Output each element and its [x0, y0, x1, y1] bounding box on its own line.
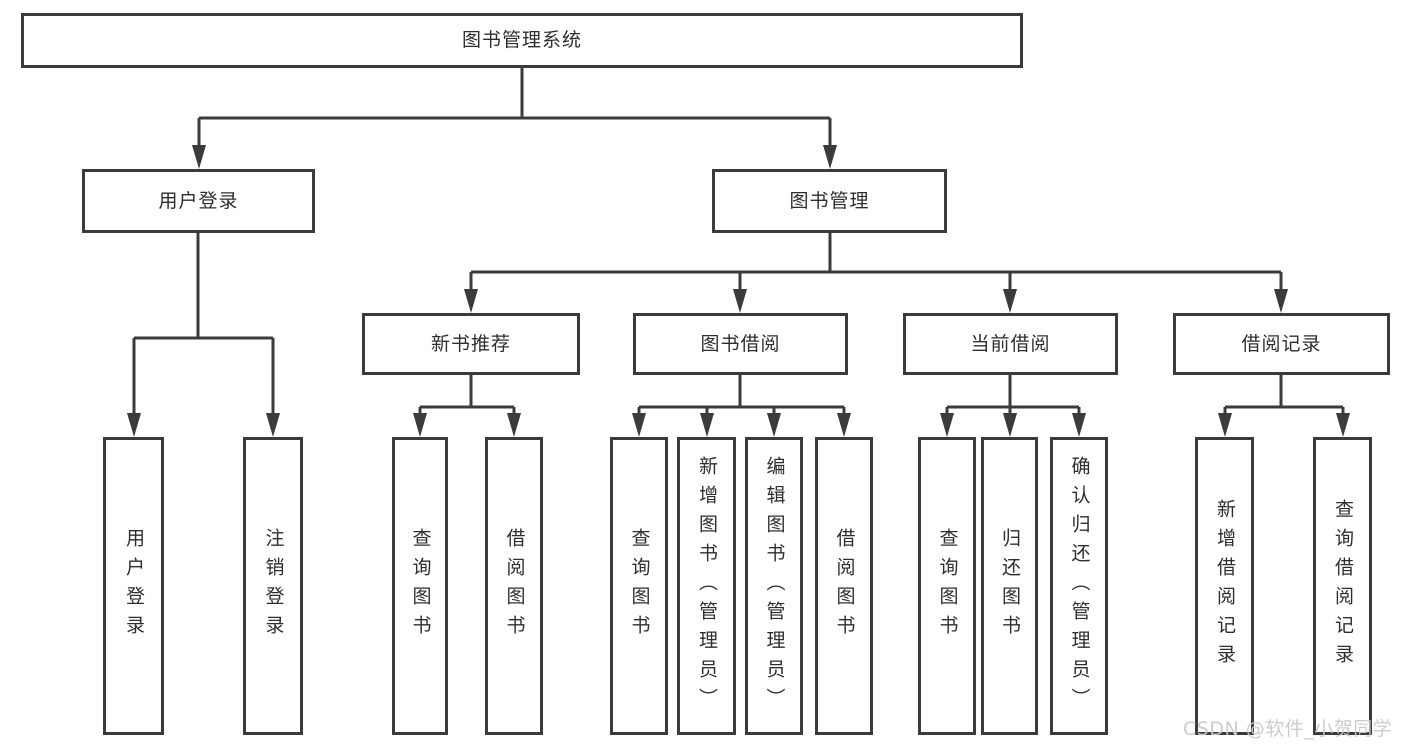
arrow-icon [823, 145, 837, 169]
records-branch-line [1223, 375, 1345, 418]
arrow-icon [700, 413, 714, 437]
leaf-query-books-3: 查询图书 [918, 437, 976, 735]
arrow-icon [767, 413, 781, 437]
arrow-icon [1072, 413, 1086, 437]
node-book-borrow: 图书借阅 [633, 313, 848, 375]
leaf-user-login: 用户登录 [103, 437, 164, 735]
mgmt-branch-line [469, 233, 1283, 294]
leaf-logout: 注销登录 [243, 437, 303, 735]
node-root-system: 图书管理系统 [21, 13, 1023, 68]
arrow-icon [1336, 413, 1350, 437]
arrow-icon [1003, 289, 1017, 313]
csdn-watermark: CSDN @软件_小贺同学 [1183, 718, 1393, 740]
leaf-borrow-books-1: 借阅图书 [485, 437, 543, 735]
leaf-query-borrow-record: 查询借阅记录 [1313, 437, 1372, 735]
leaf-confirm-return-admin: 确认归还（管理员） [1050, 437, 1108, 735]
leaf-query-books-1: 查询图书 [392, 437, 448, 735]
leaf-query-books-2: 查询图书 [610, 437, 668, 735]
arrow-icon [733, 289, 747, 313]
arrow-icon [1274, 289, 1288, 313]
root-branch-line [197, 68, 832, 150]
leaf-borrow-books-2: 借阅图书 [815, 437, 873, 735]
node-current-borrow: 当前借阅 [903, 313, 1118, 375]
arrow-icon [632, 413, 646, 437]
arrow-icon [192, 145, 206, 169]
login-branch-line [132, 233, 275, 418]
leaf-add-borrow-record: 新增借阅记录 [1195, 437, 1254, 735]
arrow-icon [1218, 413, 1232, 437]
leaf-add-books-admin: 新增图书（管理员） [677, 437, 736, 735]
node-new-book-recommend: 新书推荐 [362, 313, 580, 375]
arrow-icon [1003, 413, 1017, 437]
node-book-management: 图书管理 [712, 169, 947, 233]
arrow-icon [266, 413, 280, 437]
node-user-login: 用户登录 [82, 169, 315, 233]
arrow-icon [413, 413, 427, 437]
arrow-icon [507, 413, 521, 437]
arrow-icon [940, 413, 954, 437]
leaf-edit-books-admin: 编辑图书（管理员） [745, 437, 803, 735]
arrow-icon [127, 413, 141, 437]
arrow-icon [464, 289, 478, 313]
arrow-icon [837, 413, 851, 437]
current-branch-line [945, 375, 1081, 418]
leaf-return-books: 归还图书 [981, 437, 1038, 735]
borrow-branch-line [637, 375, 846, 418]
node-borrow-records: 借阅记录 [1173, 313, 1390, 375]
newbooks-branch-line [418, 375, 516, 418]
